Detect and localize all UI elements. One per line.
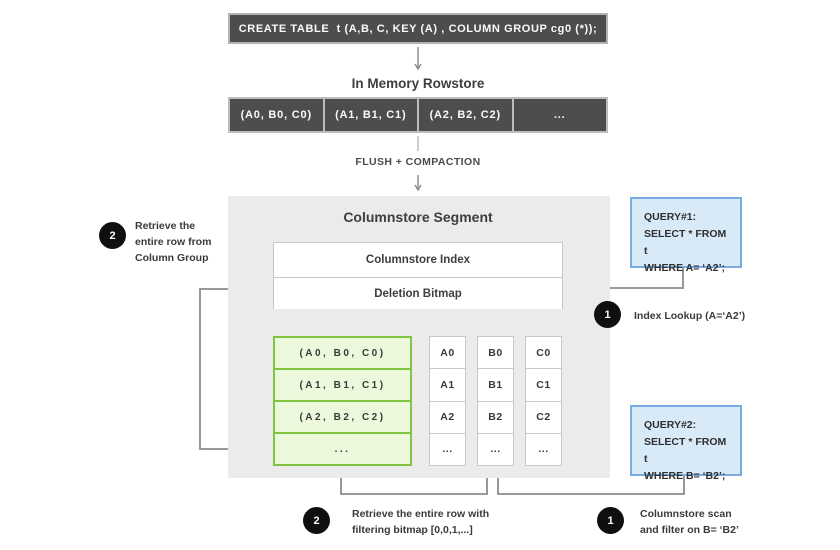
query2-line: WHERE B= ‘B2’; <box>644 470 726 482</box>
column-cell: A0 <box>430 337 465 369</box>
query1-line: QUERY#1: <box>644 211 697 223</box>
column-group-table: (A0, B0, C0) (A1, B1, C1) (A2, B2, C2) .… <box>273 336 412 466</box>
rowstore-cell: (A2, B2, C2) <box>417 99 512 131</box>
column-c-stack: C0 C1 C2 ... <box>525 336 562 466</box>
flush-compaction-label: FLUSH + COMPACTION <box>355 156 481 168</box>
columnstore-index-bar: Columnstore Index <box>274 243 562 278</box>
rowstore-title: In Memory Rowstore <box>351 76 485 91</box>
step-badge-2-retrieve-column-group: 2 <box>99 222 126 249</box>
create-table-box: CREATE TABLE t (A,B, C, KEY (A) , COLUMN… <box>228 13 608 44</box>
column-cell: ... <box>430 432 465 465</box>
note-line: Retrieve the entire row with <box>352 508 490 520</box>
rowstore-cell: ... <box>511 99 607 131</box>
query2-line: SELECT * FROM t <box>644 436 727 465</box>
query2-line: QUERY#2: <box>644 419 697 431</box>
rowstore-cell: (A1, B1, C1) <box>322 99 418 131</box>
query1-line: SELECT * FROM t <box>644 228 727 257</box>
column-group-row: ... <box>275 432 410 464</box>
column-cell: ... <box>526 432 561 465</box>
step-badge-1-index-lookup: 1 <box>594 301 621 328</box>
note-line: and filter on B= ‘B2’ <box>640 524 739 536</box>
segment-title: Columnstore Segment <box>343 209 493 225</box>
column-cell: B1 <box>478 368 513 401</box>
create-table-sql: CREATE TABLE t (A,B, C, KEY (A) , COLUMN… <box>238 22 598 35</box>
note-line: Column Group <box>135 252 209 264</box>
column-group-row: (A2, B2, C2) <box>275 400 410 432</box>
retrieve-filtering-note: Retrieve the entire row with filtering b… <box>352 506 552 538</box>
note-line: Retrieve the <box>135 220 196 232</box>
column-cell: B0 <box>478 337 513 369</box>
column-group-row: (A0, B0, C0) <box>299 347 386 359</box>
rowstore-bar: (A0, B0, C0) (A1, B1, C1) (A2, B2, C2) .… <box>228 97 608 133</box>
note-line: entire row from <box>135 236 212 248</box>
note-line: filtering bitmap [0,0,1,...] <box>352 524 473 536</box>
note-line: Columnstore scan <box>640 508 732 520</box>
column-b-stack: B0 B1 B2 ... <box>477 336 514 466</box>
column-cell: C1 <box>526 368 561 401</box>
step-badge-2-retrieve-filtering: 2 <box>303 507 330 534</box>
columnstore-scan-note: Columnstore scan and filter on B= ‘B2’ <box>640 506 800 538</box>
column-group-row: (A1, B1, C1) <box>275 368 410 400</box>
column-cell: A2 <box>430 400 465 433</box>
step-badge-1-columnstore-scan: 1 <box>597 507 624 534</box>
rowstore-cell: (A0, B0, C0) <box>240 109 312 121</box>
query1-box: QUERY#1: SELECT * FROM t WHERE A= ‘A2’; <box>630 197 742 274</box>
column-a-stack: A0 A1 A2 ... <box>429 336 466 466</box>
query1-line: WHERE A= ‘A2’; <box>644 262 725 274</box>
column-cell: B2 <box>478 400 513 433</box>
column-cell: C0 <box>526 337 561 369</box>
query2-box: QUERY#2: SELECT * FROM t WHERE B= ‘B2’; <box>630 405 742 482</box>
index-lookup-note: Index Lookup (A=‘A2’) <box>634 310 746 322</box>
column-cell: C2 <box>526 400 561 433</box>
segment-bars: Columnstore Index Deletion Bitmap <box>273 242 563 309</box>
column-cell: A1 <box>430 368 465 401</box>
retrieve-column-group-note: Retrieve the entire row from Column Grou… <box>135 218 245 266</box>
deletion-bitmap-bar: Deletion Bitmap <box>274 278 562 309</box>
column-cell: ... <box>478 432 513 465</box>
